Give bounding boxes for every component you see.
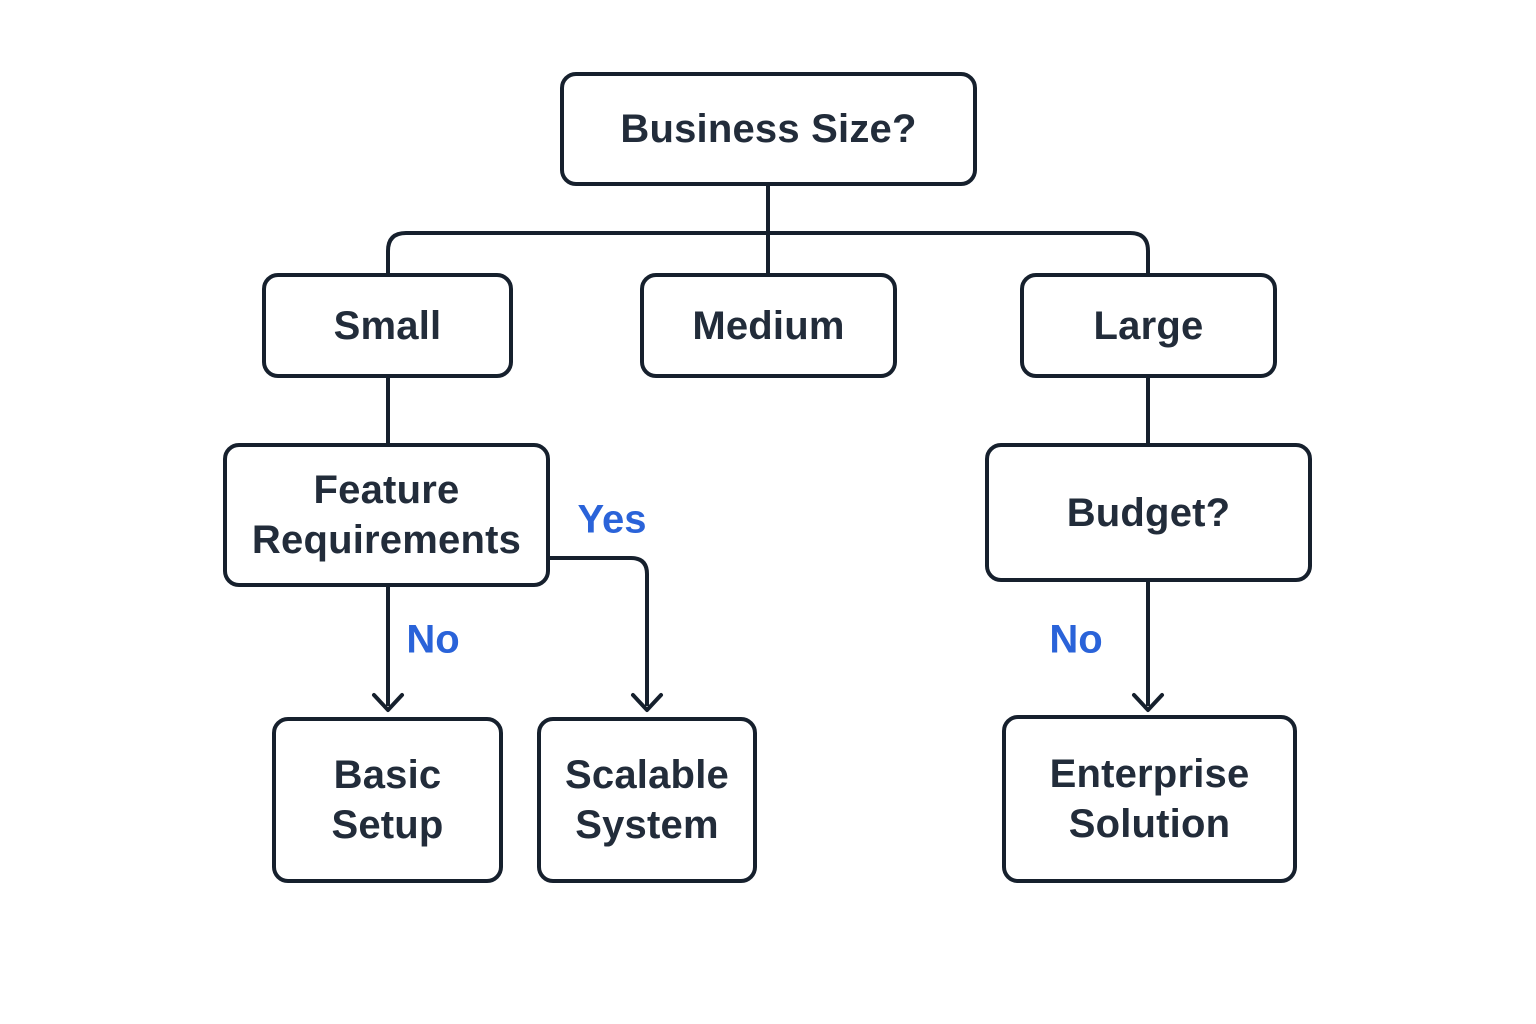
node-label: Large bbox=[1093, 303, 1204, 348]
node-large: Large bbox=[1020, 273, 1277, 378]
edge-label-yes: Yes bbox=[577, 497, 647, 542]
edge-label-no-budget: No bbox=[1049, 617, 1103, 662]
node-label: Budget? bbox=[1066, 490, 1231, 535]
node-label: Basic Setup bbox=[331, 753, 444, 847]
node-business-size: Business Size? bbox=[560, 72, 977, 186]
node-label: Business Size? bbox=[620, 107, 917, 151]
node-label: Feature Requirements bbox=[251, 468, 522, 562]
edge-label-no-feature: No bbox=[406, 617, 460, 662]
node-label: Scalable System bbox=[565, 753, 729, 847]
node-basic-setup: Basic Setup bbox=[272, 717, 503, 883]
node-label: Medium bbox=[692, 303, 845, 348]
arrowhead-enterprise bbox=[1132, 693, 1164, 712]
node-small: Small bbox=[262, 273, 513, 378]
arrowhead-basic bbox=[372, 693, 404, 712]
edge-branch-rail bbox=[386, 231, 1150, 273]
node-medium: Medium bbox=[640, 273, 897, 378]
node-enterprise-solution: Enterprise Solution bbox=[1002, 715, 1297, 883]
node-scalable-system: Scalable System bbox=[537, 717, 757, 883]
node-label: Enterprise Solution bbox=[1049, 752, 1250, 846]
node-budget: Budget? bbox=[985, 443, 1312, 582]
arrowhead-scalable bbox=[631, 693, 663, 712]
node-feature-requirements: Feature Requirements bbox=[223, 443, 550, 587]
node-label: Small bbox=[333, 303, 442, 348]
edge-feature-to-scalable bbox=[550, 556, 649, 706]
